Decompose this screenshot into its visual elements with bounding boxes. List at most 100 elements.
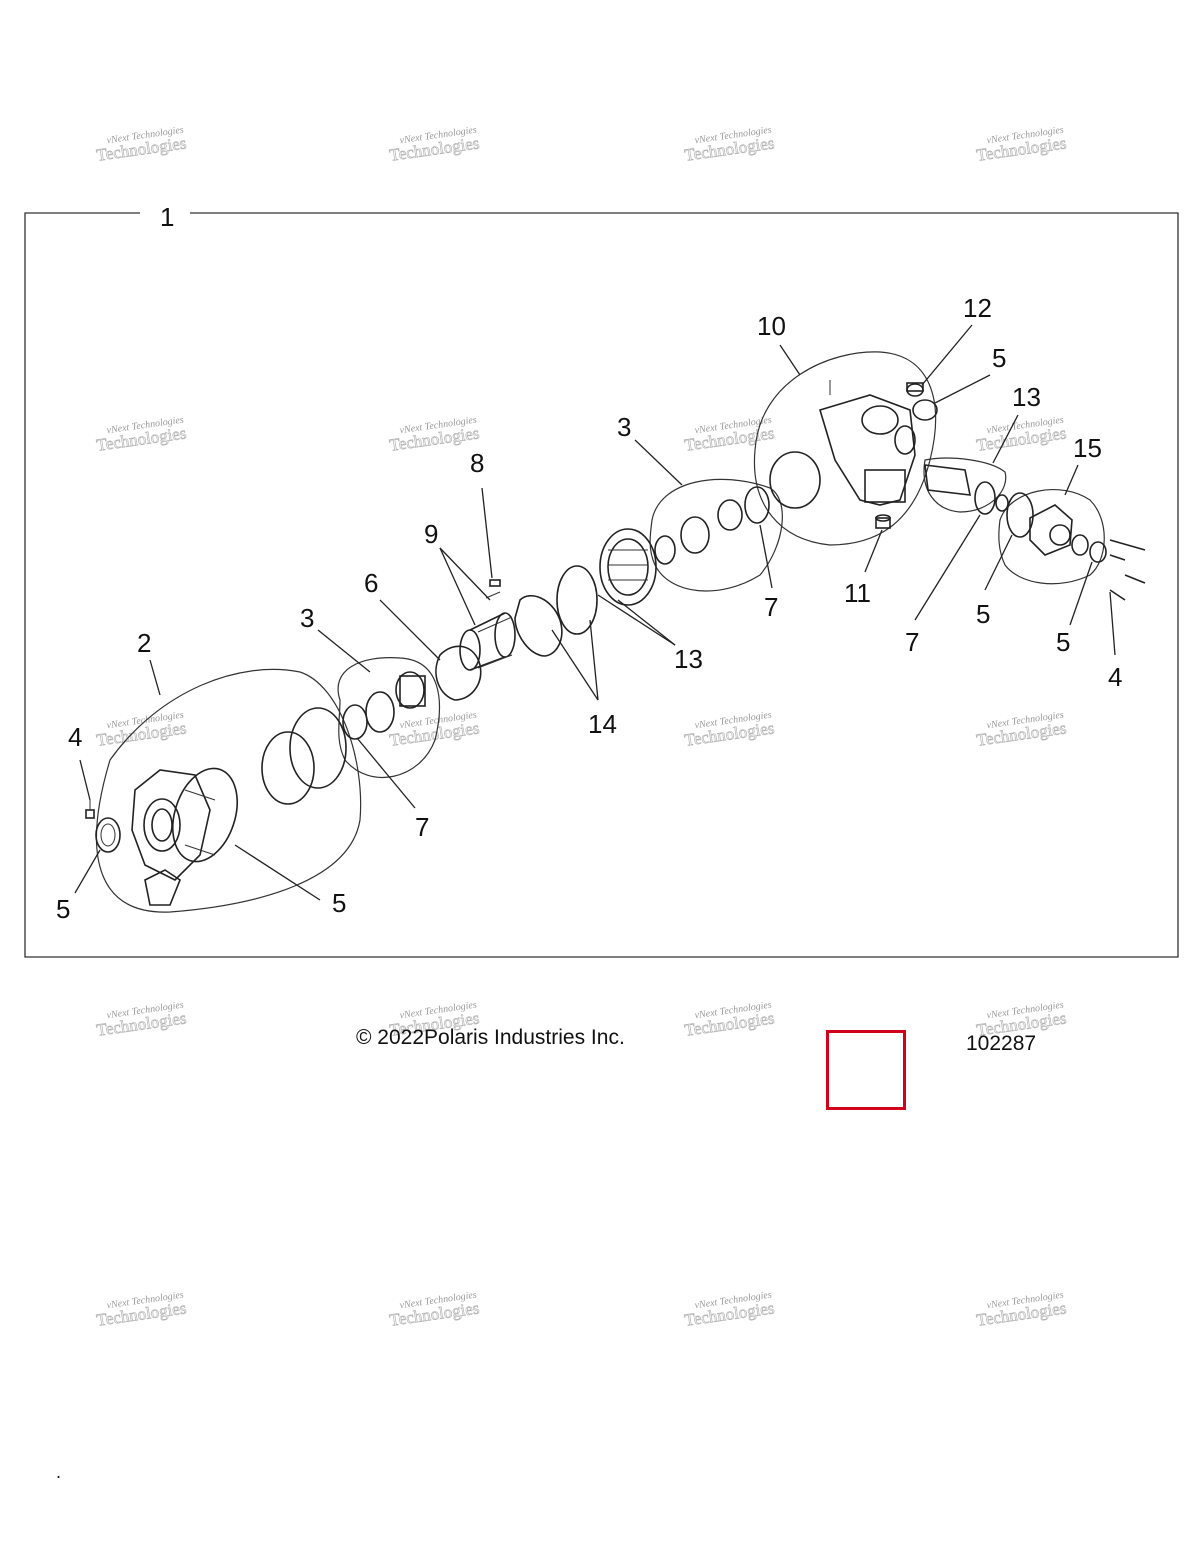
callout-13-right[interactable]: 13	[1012, 382, 1041, 412]
leader-2	[149, 659, 161, 696]
leader-7-far-right	[914, 514, 981, 621]
leader-5-bottom	[234, 844, 321, 901]
callout-7-left[interactable]: 7	[415, 812, 429, 842]
leader-6	[379, 599, 441, 661]
part-2-housing-cover	[131, 767, 238, 906]
leader-4-left	[79, 759, 91, 801]
callout-2[interactable]: 2	[137, 628, 151, 658]
callout-4-left[interactable]: 4	[68, 722, 82, 752]
page-dot: .	[56, 1462, 62, 1482]
leader-10	[779, 344, 801, 376]
callout-5-mid-right[interactable]: 5	[976, 599, 990, 629]
callout-7-right[interactable]: 7	[764, 592, 778, 622]
leader-3-right	[634, 439, 683, 486]
red-marker-box	[826, 1030, 906, 1110]
leader-5-mid-right	[984, 534, 1013, 591]
leader-5-far-right	[1069, 561, 1093, 626]
copyright-text: © 2022Polaris Industries Inc.	[356, 1026, 625, 1049]
part-5-oring-right	[1006, 492, 1034, 538]
leader-13-right	[992, 414, 1019, 464]
leader-9a	[439, 547, 491, 601]
part-5-seal-left	[95, 817, 121, 853]
callout-12[interactable]: 12	[963, 293, 992, 323]
leader-7-right	[759, 524, 773, 589]
callout-4-right[interactable]: 4	[1108, 662, 1122, 692]
part-11-drain-plug	[875, 514, 891, 529]
leader-12	[921, 324, 973, 386]
ring-left-1	[261, 731, 315, 805]
group-outline-3-right	[649, 478, 783, 592]
leader-11	[864, 529, 883, 573]
group-outline-10	[753, 351, 937, 546]
part-3-bearing-left	[342, 671, 426, 740]
leader-7-left	[356, 737, 416, 809]
callout-6[interactable]: 6	[364, 568, 378, 598]
leader-5-left	[74, 849, 101, 894]
leader-9b	[439, 547, 476, 626]
callout-5-left[interactable]: 5	[56, 894, 70, 924]
callout-14[interactable]: 14	[588, 709, 617, 739]
part-10-main-housing	[769, 380, 916, 509]
part-8-pin	[485, 579, 501, 599]
part-15-end-cover	[1029, 504, 1107, 563]
part-13-output-shaft	[924, 464, 1009, 515]
leader-4-right	[1109, 591, 1116, 656]
callout-15[interactable]: 15	[1073, 433, 1102, 463]
callout-1[interactable]: 1	[160, 202, 174, 232]
leader-5-top	[934, 374, 991, 404]
callout-5-top[interactable]: 5	[992, 343, 1006, 373]
ring-left-2	[289, 707, 347, 789]
leader-15	[1064, 464, 1079, 496]
group-outline-3-left	[337, 657, 440, 778]
part-5-oring-top	[912, 399, 938, 421]
callout-8[interactable]: 8	[470, 448, 484, 478]
leader-14b	[589, 619, 599, 701]
callout-3-left[interactable]: 3	[300, 603, 314, 633]
part-13-ring-gear	[599, 528, 657, 606]
part-12-plug	[906, 382, 924, 397]
part-14-ring	[556, 565, 598, 635]
part-6-gasket	[435, 645, 482, 701]
part-5-seal-left-inner	[100, 823, 116, 847]
group-outline-2	[95, 668, 362, 913]
leader-14a	[551, 629, 599, 701]
part-4-bolts-right	[1109, 539, 1146, 601]
leader-13b	[617, 599, 676, 646]
leader-13a	[597, 594, 676, 646]
leader-8	[481, 487, 493, 579]
callout-11[interactable]: 11	[844, 578, 871, 608]
callout-10[interactable]: 10	[757, 311, 786, 341]
group-outline-15	[998, 489, 1105, 585]
part-7-seal-right	[744, 486, 770, 524]
leader-3-left	[317, 629, 371, 673]
assembly-frame	[24, 212, 1179, 958]
part-9-roller-cage	[459, 612, 516, 671]
callout-13-center[interactable]: 13	[674, 644, 703, 674]
callout-5-far-right[interactable]: 5	[1056, 627, 1070, 657]
callout-9[interactable]: 9	[424, 519, 438, 549]
part-3-bearing-right	[654, 499, 743, 565]
diagram-number: 102287	[966, 1032, 1037, 1055]
callout-3-right[interactable]: 3	[617, 412, 631, 442]
callout-7-far-right[interactable]: 7	[905, 627, 919, 657]
part-14-plate	[514, 595, 563, 657]
callout-5-bottom[interactable]: 5	[332, 888, 346, 918]
